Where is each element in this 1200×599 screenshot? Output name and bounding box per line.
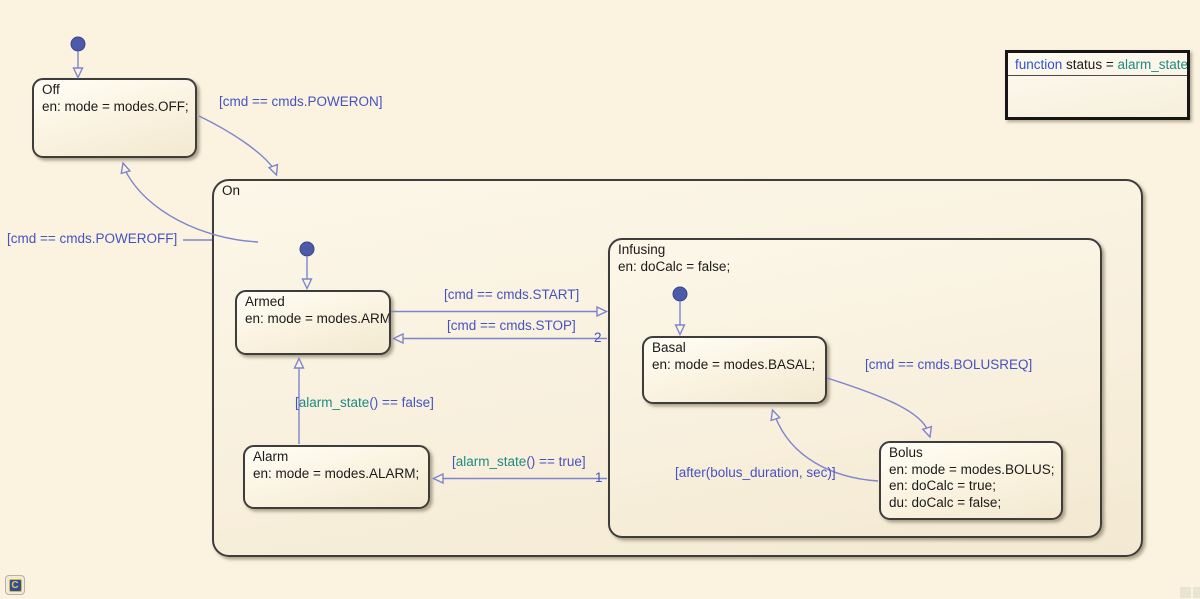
state-armed-entry-action: en: mode = modes.ARM; [245, 310, 389, 326]
label-bracket: [ [452, 454, 456, 469]
function-signature: function status = alarm_state [1008, 53, 1187, 76]
state-basal-entry-action: en: mode = modes.BASAL; [652, 356, 816, 372]
transition-label-alarm-clear[interactable]: [alarm_state() == false] [295, 396, 434, 410]
state-off-entry-action: en: mode = modes.OFF; [42, 98, 189, 114]
state-bolus-entry-action-1: en: mode = modes.BOLUS; [889, 461, 1055, 477]
transition-label-poweroff[interactable]: [cmd == cmds.POWEROFF] [7, 231, 178, 246]
default-transition-off[interactable] [70, 36, 86, 80]
label-bracket: [ [295, 395, 299, 410]
function-output-assignment: status = [1062, 57, 1118, 72]
transition-label-stop[interactable]: [cmd == cmds.STOP] [447, 318, 576, 333]
transition-order-stop[interactable]: 2 [594, 330, 602, 345]
state-basal[interactable]: Basal en: mode = modes.BASAL; [642, 336, 827, 404]
alarm-state-function-ref: alarm_state [455, 454, 527, 469]
label-condition-rest: () == false] [369, 395, 434, 410]
state-alarm[interactable]: Alarm en: mode = modes.ALARM; [243, 445, 430, 509]
state-off[interactable]: Off en: mode = modes.OFF; [32, 78, 197, 158]
transition-order-alarm-raise[interactable]: 1 [595, 470, 603, 485]
state-alarm-entry-action: en: mode = modes.ALARM; [253, 465, 420, 481]
state-bolus-during-action: du: doCalc = false; [889, 494, 1002, 510]
function-keyword: function [1015, 57, 1063, 72]
c-language-icon: C [8, 578, 22, 592]
transition-label-start[interactable]: [cmd == cmds.START] [444, 287, 580, 302]
state-basal-title: Basal [652, 340, 686, 355]
transition-label-alarm-raise[interactable]: [alarm_state() == true] [452, 455, 586, 469]
label-condition-rest: () == true] [526, 454, 586, 469]
state-alarm-title: Alarm [253, 449, 289, 464]
transition-label-after-bolus[interactable]: [after(bolus_duration, sec)] [675, 465, 836, 480]
transition-label-poweron[interactable]: [cmd == cmds.POWERON] [219, 94, 383, 109]
function-name: alarm_state [1117, 57, 1187, 72]
state-on-title: On [222, 183, 241, 198]
alarm-state-function-ref: alarm_state [298, 395, 370, 410]
graphical-function-alarm-state[interactable]: function status = alarm_state [1005, 50, 1190, 120]
state-bolus[interactable]: Bolus en: mode = modes.BOLUS; en: doCalc… [879, 441, 1063, 520]
state-armed-title: Armed [245, 294, 285, 309]
state-bolus-title: Bolus [889, 445, 923, 460]
transition-poweron[interactable] [198, 115, 281, 177]
state-infusing-entry-action: en: doCalc = false; [618, 258, 731, 274]
state-armed[interactable]: Armed en: mode = modes.ARM; [235, 290, 391, 355]
transition-label-bolusreq[interactable]: [cmd == cmds.BOLUSREQ] [865, 357, 1033, 372]
scrollbar-corner-square [1180, 587, 1191, 598]
state-bolus-entry-action-2: en: doCalc = true; [889, 478, 996, 493]
scrollbar-corner-square [1193, 587, 1200, 598]
state-off-title: Off [42, 82, 60, 97]
action-language-badge-button[interactable]: C [5, 575, 25, 595]
state-infusing-title: Infusing [618, 242, 666, 257]
